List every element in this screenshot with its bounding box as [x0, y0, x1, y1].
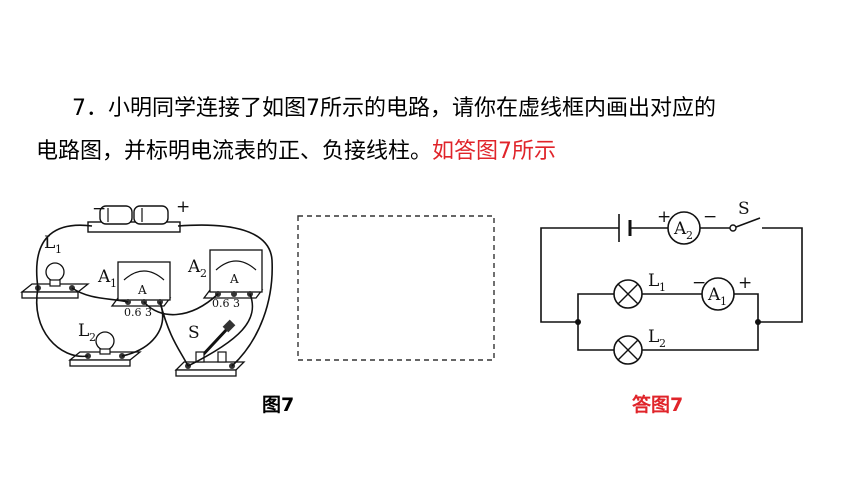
- lamp-l2-subscript: 2: [89, 331, 96, 344]
- ammeter-a1-face-label: A: [137, 283, 147, 297]
- ammeter-a2-subscript: 2: [200, 267, 207, 280]
- junction-right: [755, 319, 761, 325]
- connecting-wires: [35, 224, 273, 367]
- a2-plus-terminal: +: [657, 207, 671, 227]
- battery-plus-label: +: [176, 197, 190, 217]
- switch-s-label: S: [188, 323, 200, 343]
- lamp-l2-label: L: [78, 321, 89, 341]
- question-text-1: 小明同学连接了如图7所示的电路，请你在虚线框内画出对应的: [108, 96, 716, 121]
- schematic-answer-figure: A 2 + − S L 1 A 1 −: [540, 199, 803, 365]
- ammeter-a2-scale: 0.6 3: [212, 297, 240, 310]
- figure-7-caption: 图7: [262, 394, 295, 416]
- ammeter-a1: A 0.6 3 A 1: [97, 261, 172, 319]
- battery-symbol: [618, 214, 632, 242]
- l1-label: L: [648, 271, 659, 291]
- lamp-l1: L 1: [20, 233, 90, 299]
- ammeter-a1-subscript: 1: [110, 277, 117, 290]
- lamp-l1-label: L: [44, 233, 55, 253]
- physical-circuit-figure: − + L 1 L 2: [20, 197, 273, 377]
- question-line-1: 7．小明同学连接了如图7所示的电路，请你在虚线框内画出对应的: [72, 94, 716, 124]
- ammeter-a2-label: A: [187, 257, 201, 277]
- l2-label: L: [648, 327, 659, 347]
- switch-symbol: S: [729, 199, 761, 232]
- a2-label: A: [673, 219, 687, 239]
- knife-switch-s: S: [174, 319, 246, 377]
- a2-subscript: 2: [686, 229, 693, 242]
- battery-pack: − +: [87, 197, 190, 233]
- l2-subscript: 2: [659, 337, 666, 350]
- lamp-l2-symbol: L 2: [613, 327, 666, 365]
- a1-plus-terminal: +: [738, 273, 752, 293]
- lamp-l1-symbol: L 1: [613, 271, 666, 309]
- answer-note: 如答图7所示: [432, 139, 557, 164]
- ammeter-a2-face-label: A: [229, 272, 239, 286]
- ammeter-a1-scale: 0.6 3: [124, 306, 152, 319]
- ammeter-a2-symbol: A 2 + −: [657, 207, 717, 245]
- ammeter-a1-symbol: A 1 − +: [692, 273, 752, 311]
- lamp-l1-subscript: 1: [55, 243, 62, 256]
- question-text-2: 电路图，并标明电流表的正、负接线柱。: [36, 139, 433, 164]
- question-number: 7．: [72, 96, 108, 121]
- l1-subscript: 1: [659, 281, 666, 294]
- battery-minus-label: −: [92, 199, 106, 219]
- answer-figure-7-caption: 答图7: [632, 394, 684, 416]
- a1-label: A: [707, 285, 721, 305]
- a2-minus-terminal: −: [703, 207, 717, 227]
- a1-subscript: 1: [720, 295, 727, 308]
- question-line-2: 电路图，并标明电流表的正、负接线柱。如答图7所示: [36, 137, 556, 167]
- lamp-l2: L 2: [68, 321, 142, 367]
- ammeter-a2: A 0.6 3 A 2: [187, 249, 264, 310]
- a1-minus-terminal: −: [692, 273, 706, 293]
- ammeter-a1-label: A: [97, 267, 111, 287]
- junction-left: [575, 319, 581, 325]
- answer-dashed-box: [297, 215, 495, 361]
- schematic-switch-label: S: [738, 199, 750, 219]
